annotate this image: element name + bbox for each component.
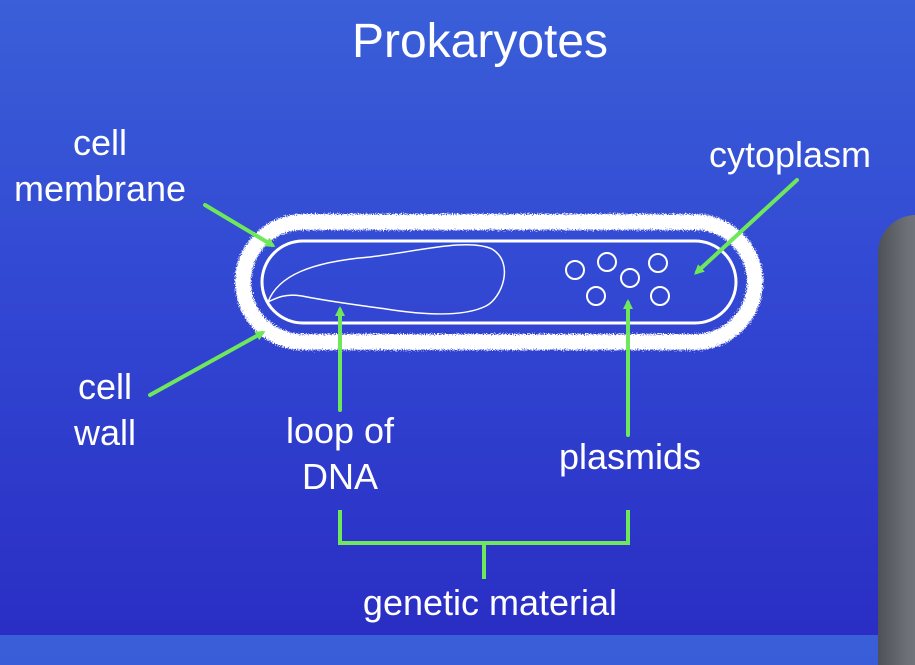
cell-wall-label-line1: cell bbox=[77, 366, 133, 407]
cell-wall-label-line2: wall bbox=[73, 412, 136, 453]
genetic-material-label: genetic material bbox=[362, 582, 618, 623]
presenter-silhouette bbox=[878, 215, 915, 665]
loop-of-dna-label: loop of DNA bbox=[250, 408, 430, 500]
dna-loop bbox=[266, 244, 506, 315]
plasmid bbox=[648, 253, 668, 273]
cytoplasm-arrow bbox=[694, 178, 799, 275]
cell-membrane-label: cell membrane bbox=[0, 120, 220, 212]
slide: Prokaryotes bbox=[0, 15, 915, 665]
cell-membrane-label-line1: cell bbox=[72, 122, 128, 163]
cell-membrane-label-line2: membrane bbox=[13, 168, 187, 209]
cytoplasm-label: cytoplasm bbox=[708, 134, 872, 175]
loop-of-dna-label-line1: loop of bbox=[285, 410, 395, 451]
plasmids-label: plasmids bbox=[558, 436, 702, 477]
cell-wall-label: cell wall bbox=[40, 364, 170, 456]
plasmid bbox=[620, 268, 640, 288]
cell-wall bbox=[235, 214, 763, 350]
plasmid bbox=[565, 260, 585, 280]
slide-title: Prokaryotes bbox=[351, 15, 609, 68]
genetic-material-bracket bbox=[338, 510, 630, 579]
cell-membrane bbox=[260, 239, 738, 325]
plasmid bbox=[586, 286, 606, 306]
cell-membrane-arrow bbox=[203, 203, 276, 248]
cell-wall-arrow bbox=[148, 331, 266, 397]
plasmids bbox=[565, 252, 670, 306]
plasmid bbox=[650, 286, 670, 306]
plasmid bbox=[597, 252, 617, 272]
prokaryote-diagram bbox=[148, 178, 799, 579]
loop-of-dna-label-line2: DNA bbox=[301, 456, 378, 497]
